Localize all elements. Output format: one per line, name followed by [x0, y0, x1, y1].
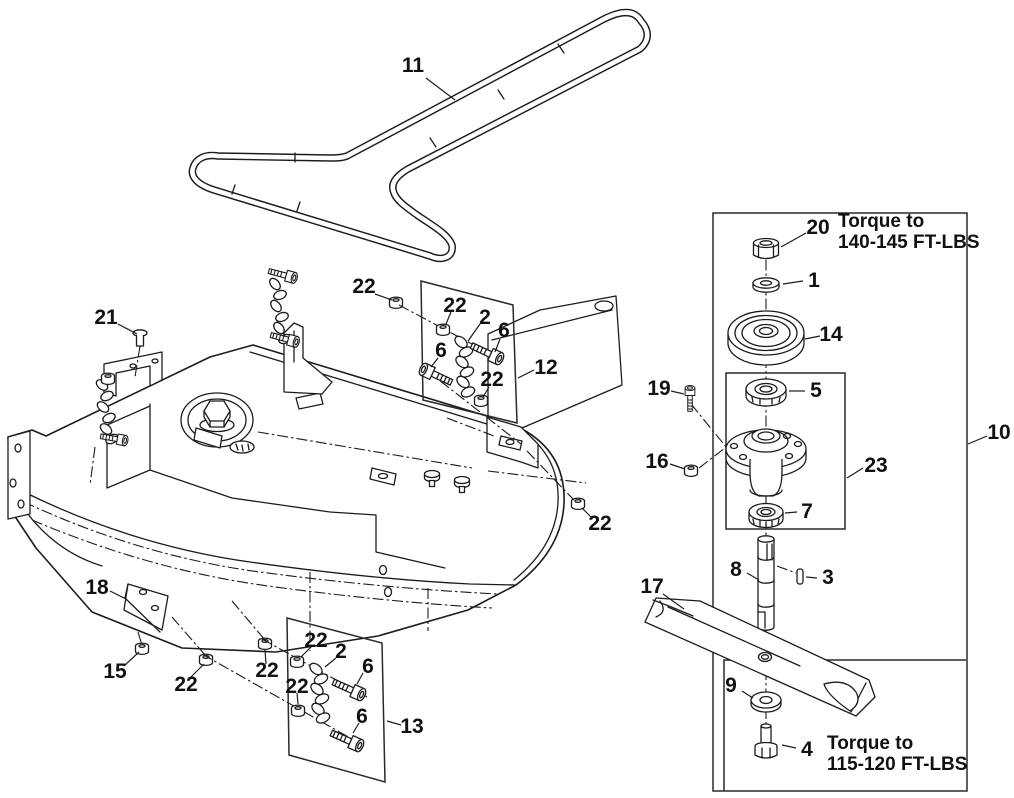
callout-20: 20 — [806, 216, 830, 239]
callout-12: 12 — [534, 356, 558, 379]
detail-box-13 — [286, 617, 386, 783]
part-shaft-8 — [757, 535, 775, 631]
nut-22 — [473, 394, 489, 408]
gusset-bracket — [283, 322, 333, 395]
torque-note-top-line1: Torque to — [838, 211, 925, 232]
deck-right-rim-inner — [513, 431, 559, 581]
corner-clip — [498, 435, 523, 451]
nut-22 — [388, 296, 404, 310]
callout-7: 7 — [801, 500, 813, 523]
nut-22 — [435, 323, 451, 337]
callout-13: 13 — [400, 715, 424, 738]
callout-2: 2 — [335, 640, 347, 663]
part-nut-16 — [683, 464, 699, 478]
callout-16: 16 — [645, 450, 669, 473]
deck-spindle-pulley — [180, 392, 255, 454]
skirt-crease-2 — [31, 519, 493, 609]
part-washer-9 — [750, 691, 782, 713]
callout-1: 1 — [808, 269, 820, 292]
nut-22 — [289, 655, 305, 669]
callout-2: 2 — [479, 306, 491, 329]
callout-21: 21 — [94, 306, 118, 329]
callout-3: 3 — [822, 566, 834, 589]
callout-22: 22 — [255, 659, 279, 682]
detail-box-10 — [712, 212, 968, 792]
callout-22: 22 — [285, 675, 309, 698]
callout-14: 14 — [819, 323, 843, 346]
detail-box-blade-hardware — [723, 659, 966, 791]
deck-clip — [369, 467, 397, 486]
part-blade-17 — [644, 597, 876, 717]
torque-note-top: Torque to 140-145 FT-LBS — [838, 211, 980, 253]
callout-6: 6 — [498, 319, 510, 342]
callout-6: 6 — [362, 655, 374, 678]
belt-segment-ticks — [231, 43, 565, 212]
deck-trough — [106, 403, 446, 569]
part-bearing-5 — [745, 378, 787, 407]
callout-22: 22 — [588, 512, 612, 535]
callout-22: 22 — [352, 275, 376, 298]
drive-belt — [188, 8, 651, 263]
part-nut-20 — [752, 237, 780, 260]
callout-18: 18 — [85, 576, 109, 599]
bolt-21 — [132, 329, 148, 347]
part-key-3 — [796, 568, 804, 585]
callout-22: 22 — [174, 673, 198, 696]
box12-hardware — [416, 323, 507, 408]
callout-22: 22 — [443, 294, 467, 317]
torque-note-bottom: Torque to 115-120 FT-LBS — [827, 733, 967, 775]
part-bolt-4 — [754, 723, 778, 759]
deck-surface-slot — [295, 392, 324, 410]
part-pulley-14 — [727, 310, 805, 366]
mower-deck — [7, 265, 623, 667]
callout-9: 9 — [725, 674, 737, 697]
callout-8: 8 — [730, 558, 742, 581]
callout-10: 10 — [987, 421, 1011, 444]
part-bearing-7 — [748, 502, 784, 529]
left-mount-plate — [7, 430, 31, 520]
callout-5: 5 — [810, 379, 822, 402]
nut-22 — [290, 704, 306, 718]
callout-22: 22 — [304, 629, 328, 652]
callout-6: 6 — [435, 339, 447, 362]
blade-hardware — [750, 691, 782, 759]
callout-22: 22 — [480, 368, 504, 391]
callout-6: 6 — [356, 705, 368, 728]
hanger-chain-left — [95, 372, 130, 447]
hanger-chain-right — [266, 265, 302, 349]
spindle-assembly — [683, 237, 807, 631]
belt-guide — [193, 427, 223, 449]
hanger-bracket-left — [103, 351, 163, 397]
callout-4: 4 — [801, 738, 813, 761]
callout-23: 23 — [864, 454, 888, 477]
callout-19: 19 — [647, 377, 671, 400]
deck-spindle-nut — [203, 400, 231, 428]
callout-11: 11 — [401, 54, 425, 77]
chain-nut — [100, 372, 116, 386]
part-housing-23 — [725, 428, 807, 497]
torque-note-bottom-line1: Torque to — [827, 733, 914, 754]
rear-wall-hole — [594, 300, 614, 312]
leader-lines — [109, 77, 988, 749]
skirt-crease-1 — [23, 501, 499, 595]
detail-box-12 — [420, 280, 518, 424]
box13-hardware — [289, 655, 369, 754]
callout-15: 15 — [103, 660, 127, 683]
torque-note-top-line2: 140-145 FT-LBS — [838, 232, 980, 253]
callout-17: 17 — [640, 575, 664, 598]
fastener-axes — [89, 304, 587, 744]
torque-note-bottom-line2: 115-120 FT-LBS — [827, 754, 968, 775]
part-washer-1 — [752, 277, 780, 293]
deck-front-crease — [19, 489, 517, 586]
